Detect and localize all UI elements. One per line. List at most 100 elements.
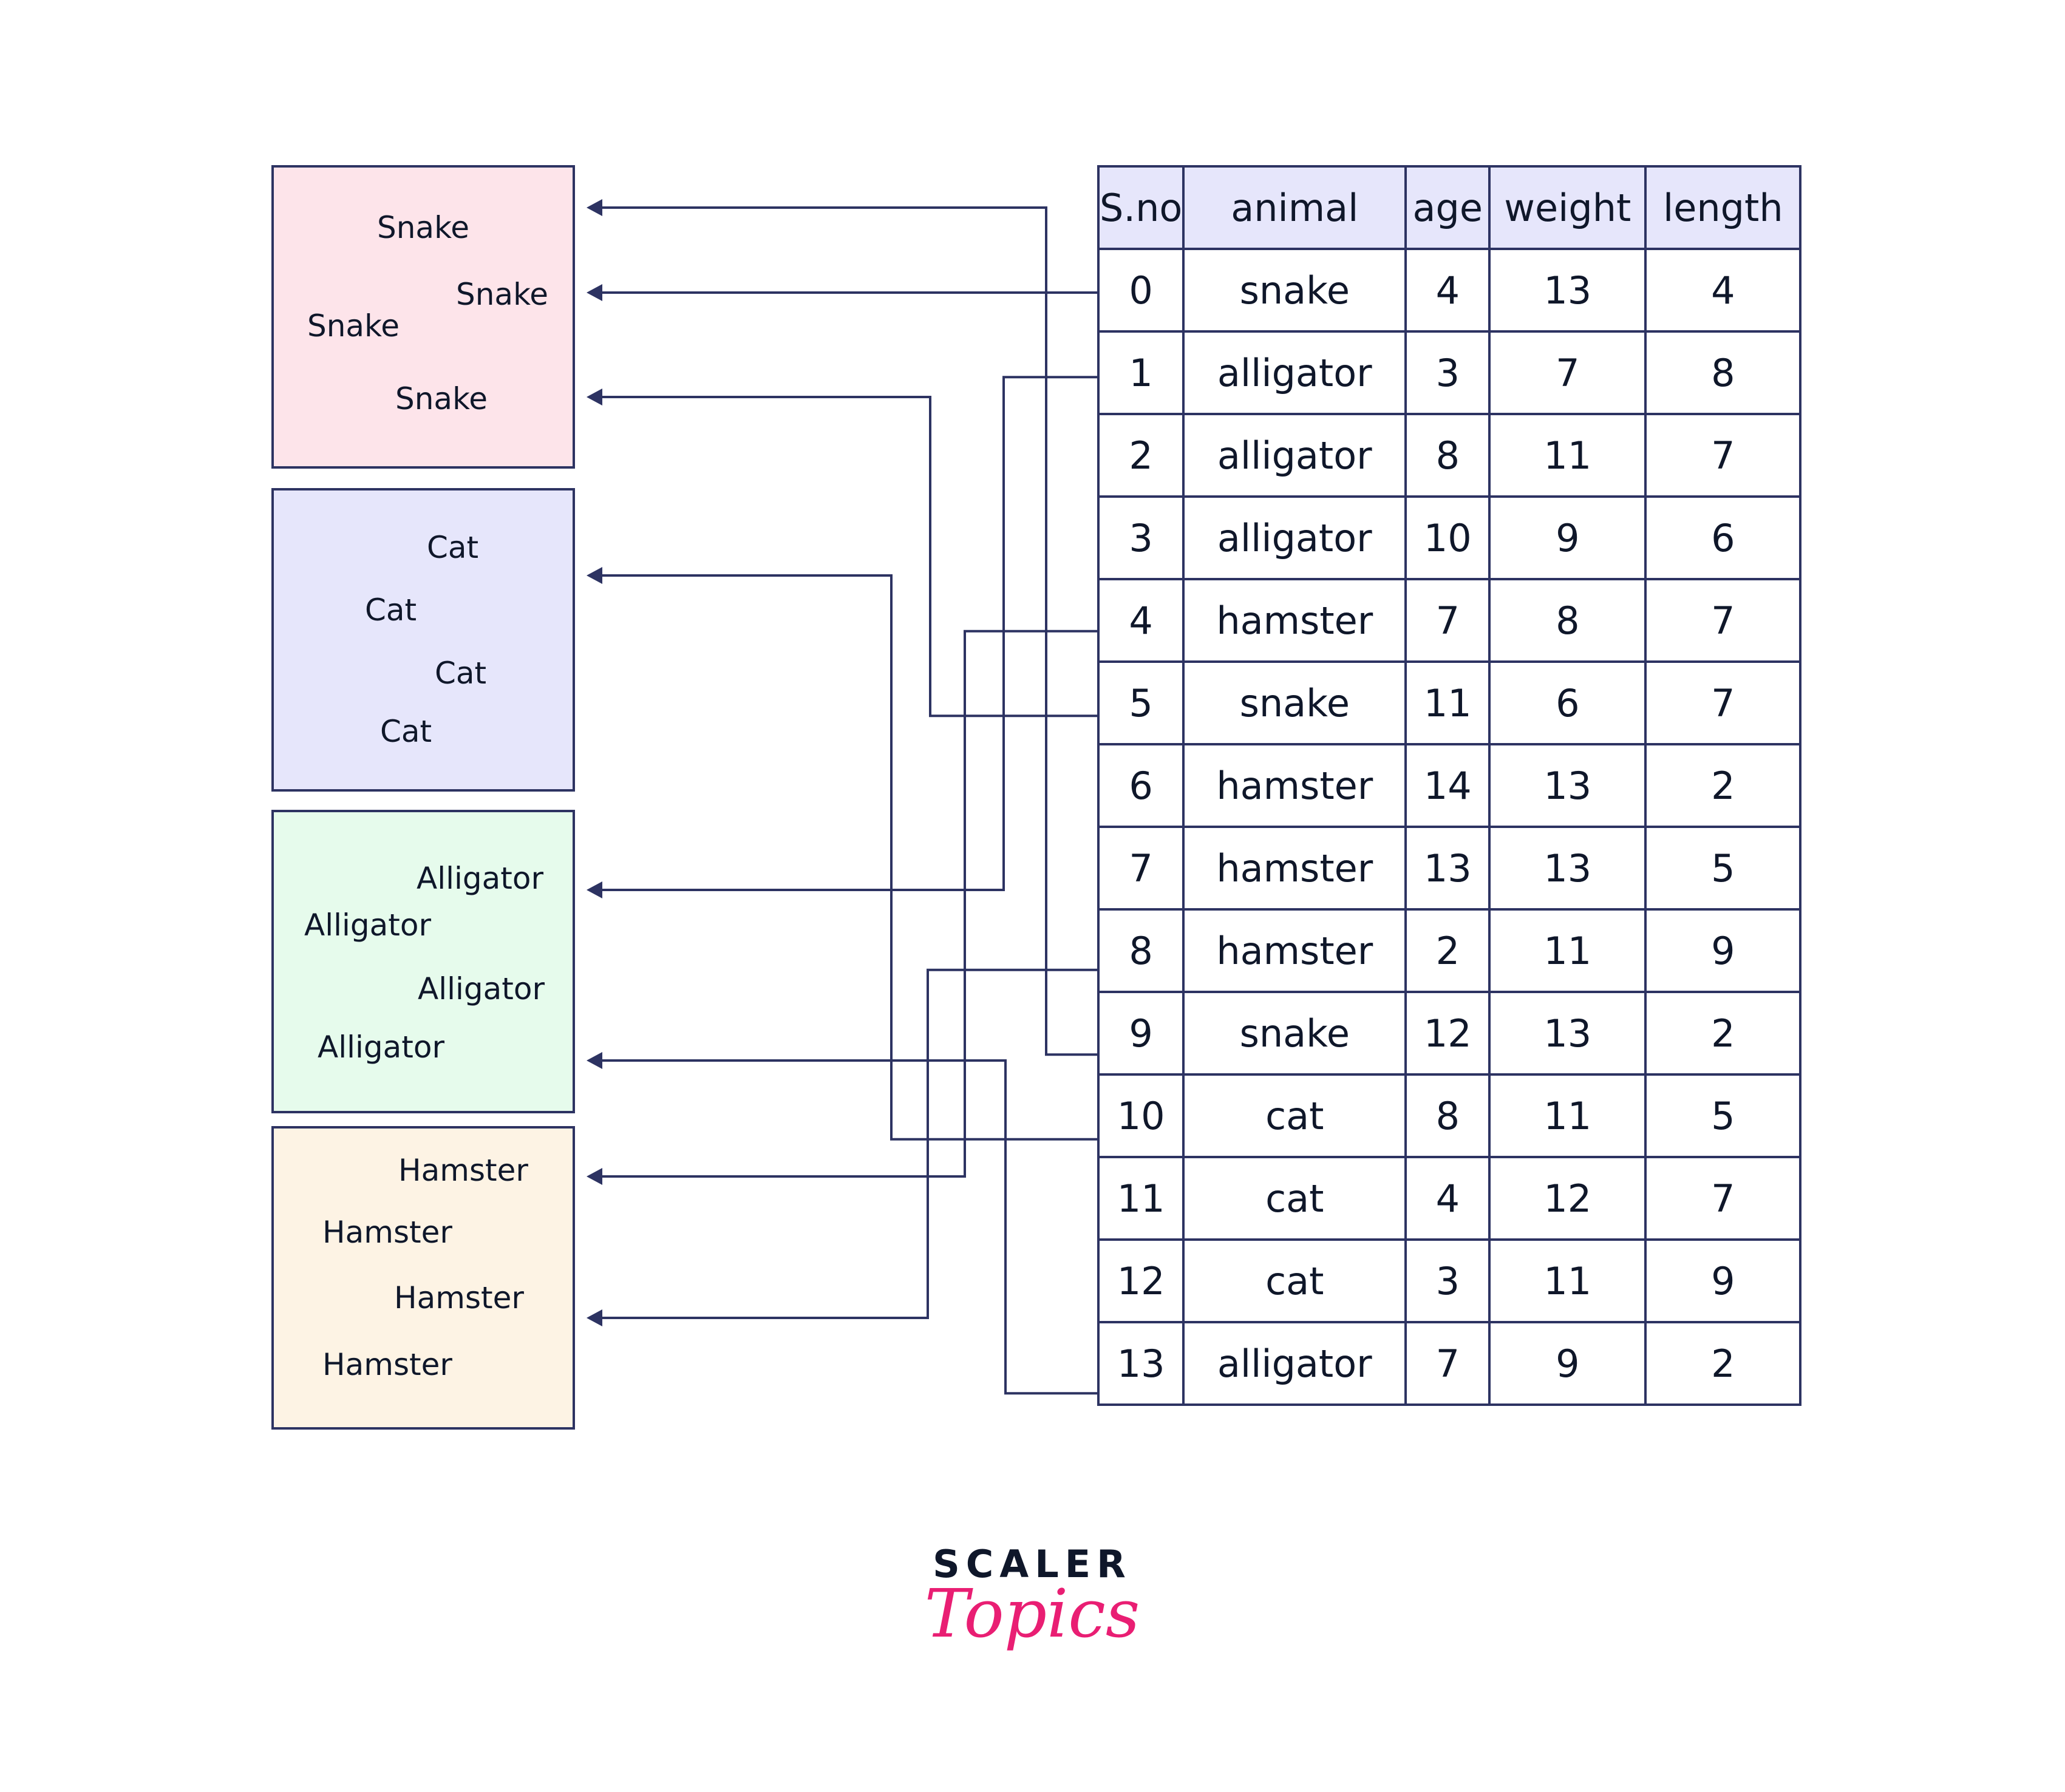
cell-length: 2 <box>1644 1321 1802 1406</box>
connector-row-5-to-snake <box>593 396 1097 718</box>
cell-animal: hamster <box>1182 826 1407 911</box>
scaler-topics-logo: SCALER Topics <box>923 1542 1141 1647</box>
cell-sno: 12 <box>1097 1238 1185 1323</box>
header-sno: S.no <box>1097 165 1185 250</box>
cell-age: 13 <box>1404 826 1491 911</box>
connector-row-13-to-alligator <box>593 1059 1097 1395</box>
cell-age: 3 <box>1404 1238 1491 1323</box>
cell-length: 9 <box>1644 1238 1802 1323</box>
cell-weight: 11 <box>1488 413 1647 498</box>
cell-sno: 11 <box>1097 1156 1185 1241</box>
arrowhead-icon <box>587 389 602 406</box>
cell-weight: 11 <box>1488 1238 1647 1323</box>
cell-age: 8 <box>1404 1073 1491 1158</box>
arrowhead-icon <box>587 881 602 898</box>
cell-animal: snake <box>1182 991 1407 1076</box>
group-label: Alligator <box>304 908 432 943</box>
cell-sno: 1 <box>1097 330 1185 415</box>
cell-length: 7 <box>1644 1156 1802 1241</box>
group-box-cat: Cat Cat Cat Cat <box>271 488 575 792</box>
cell-weight: 8 <box>1488 578 1647 663</box>
group-label: Snake <box>456 277 549 312</box>
cell-animal: hamster <box>1182 743 1407 828</box>
connector-row-4-to-hamster <box>593 630 1097 1178</box>
group-label: Snake <box>377 210 470 245</box>
group-label: Cat <box>380 714 432 749</box>
arrowhead-icon <box>587 284 602 301</box>
cell-sno: 9 <box>1097 991 1185 1076</box>
arrowhead-icon <box>587 1168 602 1185</box>
cell-sno: 6 <box>1097 743 1185 828</box>
cell-animal: alligator <box>1182 330 1407 415</box>
group-label: Hamster <box>398 1153 528 1188</box>
group-label: Snake <box>395 381 488 416</box>
cell-length: 7 <box>1644 578 1802 663</box>
logo-topics-text: Topics <box>924 1575 1140 1652</box>
cell-length: 8 <box>1644 330 1802 415</box>
arrowhead-icon <box>587 1052 602 1069</box>
cell-age: 7 <box>1404 578 1491 663</box>
group-label: Cat <box>365 592 417 628</box>
cell-length: 2 <box>1644 991 1802 1076</box>
group-label: Cat <box>435 656 487 691</box>
cell-animal: alligator <box>1182 1321 1407 1406</box>
cell-sno: 3 <box>1097 495 1185 580</box>
cell-sno: 13 <box>1097 1321 1185 1406</box>
connector-row-8-to-hamster <box>593 968 1097 1319</box>
cell-weight: 9 <box>1488 495 1647 580</box>
group-label: Hamster <box>322 1347 452 1382</box>
logo-scaler-text: SCALER <box>933 1542 1132 1586</box>
cell-age: 4 <box>1404 1156 1491 1241</box>
cell-animal: cat <box>1182 1238 1407 1323</box>
cell-length: 9 <box>1644 908 1802 993</box>
cell-length: 5 <box>1644 826 1802 911</box>
header-weight: weight <box>1488 165 1647 250</box>
cell-weight: 9 <box>1488 1321 1647 1406</box>
group-label: Alligator <box>417 861 544 896</box>
cell-weight: 13 <box>1488 991 1647 1076</box>
cell-weight: 7 <box>1488 330 1647 415</box>
cell-weight: 13 <box>1488 743 1647 828</box>
cell-age: 4 <box>1404 248 1491 333</box>
header-age: age <box>1404 165 1491 250</box>
cell-length: 7 <box>1644 660 1802 745</box>
cell-sno: 2 <box>1097 413 1185 498</box>
header-animal: animal <box>1182 165 1407 250</box>
cell-age: 7 <box>1404 1321 1491 1406</box>
connector-row-1-to-alligator <box>593 376 1097 891</box>
cell-length: 4 <box>1644 248 1802 333</box>
cell-weight: 12 <box>1488 1156 1647 1241</box>
group-label: Snake <box>307 308 400 344</box>
cell-animal: hamster <box>1182 578 1407 663</box>
cell-age: 11 <box>1404 660 1491 745</box>
arrowhead-icon <box>587 567 602 584</box>
table-header-row: S.no animal age weight length <box>1097 165 1802 250</box>
cell-weight: 6 <box>1488 660 1647 745</box>
cell-animal: alligator <box>1182 495 1407 580</box>
cell-animal: alligator <box>1182 413 1407 498</box>
cell-animal: hamster <box>1182 908 1407 993</box>
cell-age: 2 <box>1404 908 1491 993</box>
cell-animal: cat <box>1182 1156 1407 1241</box>
cell-length: 2 <box>1644 743 1802 828</box>
group-label: Alligator <box>318 1030 445 1065</box>
group-box-snake: Snake Snake Snake Snake <box>271 165 575 469</box>
group-box-alligator: Alligator Alligator Alligator Alligator <box>271 810 575 1113</box>
cell-age: 14 <box>1404 743 1491 828</box>
arrowhead-icon <box>587 199 602 216</box>
group-label: Alligator <box>418 971 545 1006</box>
cell-length: 6 <box>1644 495 1802 580</box>
group-box-hamster: Hamster Hamster Hamster Hamster <box>271 1126 575 1430</box>
group-label: Hamster <box>394 1280 524 1315</box>
